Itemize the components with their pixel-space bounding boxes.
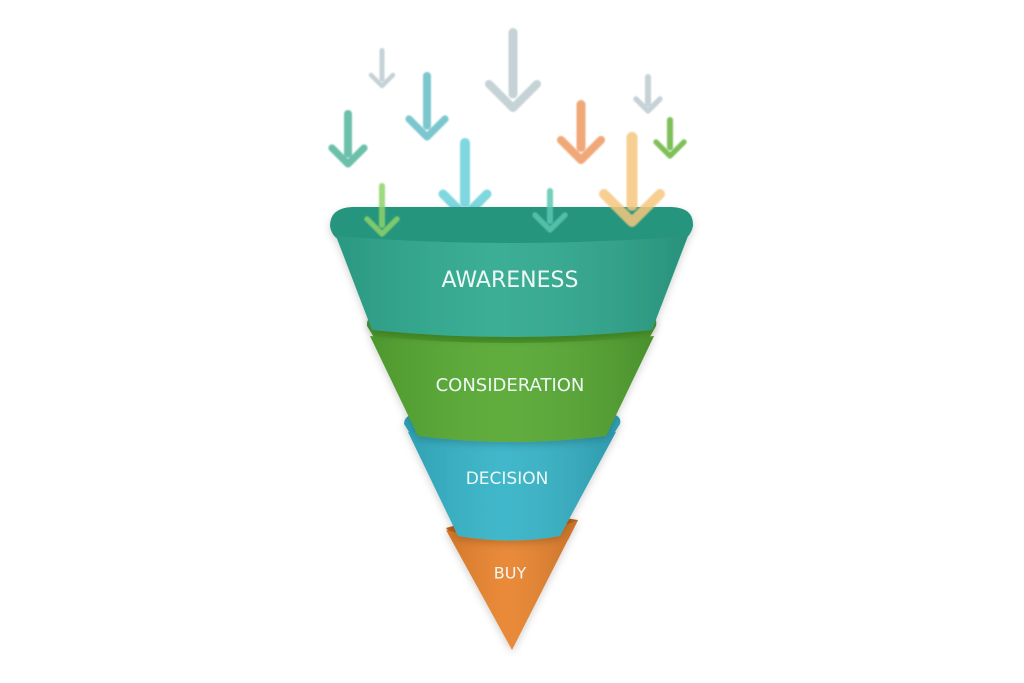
down-arrow-icon: [368, 48, 396, 89]
down-arrow-icon: [599, 132, 665, 227]
down-arrow-icon: [405, 72, 449, 141]
down-arrow-icon: [556, 100, 606, 165]
down-arrow-icon: [438, 138, 492, 221]
down-arrow-icon: [364, 183, 400, 237]
stage-label-decision: DECISION: [466, 469, 549, 489]
stage-label-consideration: CONSIDERATION: [436, 375, 585, 396]
arrows-front-group: [364, 132, 665, 237]
stage-awareness-rim: [330, 207, 694, 243]
stage-label-awareness: AWARENESS: [442, 268, 579, 293]
down-arrow-icon: [328, 110, 368, 168]
stage-label-buy: BUY: [494, 564, 527, 583]
down-arrow-icon: [532, 188, 568, 233]
funnel-stage-awareness: [330, 207, 694, 337]
down-arrow-icon: [484, 28, 542, 113]
down-arrow-icon: [633, 74, 663, 114]
down-arrow-icon: [653, 117, 687, 159]
